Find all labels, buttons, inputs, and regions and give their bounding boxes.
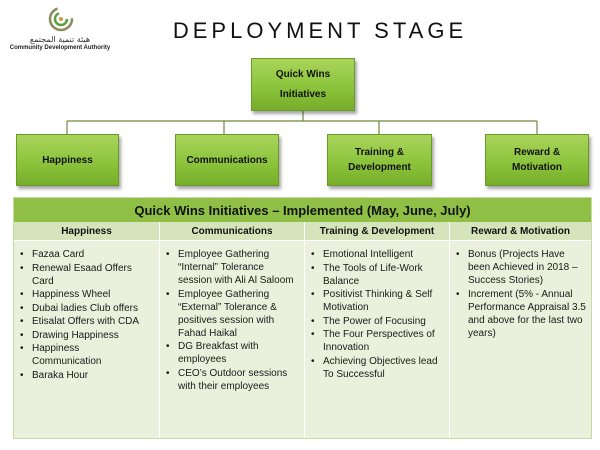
category-node-label: Training & Development [348,147,411,173]
list-item: Emotional Intelligent [311,248,445,261]
category-node-reward-motivation: Reward & Motivation [485,134,589,186]
list-item: Dubai ladies Club offers [20,302,155,315]
list-item: CEO’s Outdoor sessions with their employ… [166,367,300,393]
list-item: Happiness Communication [20,342,155,368]
category-node-label: Communications [186,154,268,166]
list-item: DG Breakfast with employees [166,340,300,366]
table-column-reward-motivation: Reward & Motivation Bonus (Projects Have… [449,222,591,438]
category-node-happiness: Happiness [16,134,119,186]
column-header: Happiness [14,222,159,241]
column-items: Bonus (Projects Have been Achieved in 20… [450,248,591,340]
list-item: The Four Perspectives of Innovation [311,328,445,354]
connector-lines [66,111,538,134]
column-header: Reward & Motivation [450,222,591,241]
column-items: Employee Gathering “Internal” Tolerance … [160,248,304,393]
logo-english-name: Community Development Authority [9,45,111,51]
column-header: Communications [160,222,304,241]
list-item: The Power of Focusing [311,315,445,328]
list-item: Positivist Thinking & Self Motivation [311,288,445,314]
column-items: Emotional Intelligent The Tools of Life-… [305,248,449,381]
column-items: Fazaa Card Renewal Esaad Offers Card Hap… [14,248,159,382]
root-node-quick-wins: Quick Wins Initiatives [251,58,355,111]
column-header: Training & Development [305,222,449,241]
list-item: Achieving Objectives lead To Successful [311,355,445,381]
table-heading: Quick Wins Initiatives – Implemented (Ma… [14,198,591,223]
list-item: Etisalat Offers with CDA [20,315,155,328]
logo-arabic-name: هيئة تنمية المجتمع [29,35,91,44]
category-node-training-development: Training & Development [327,134,432,186]
table-column-communications: Communications Employee Gathering “Inter… [159,222,304,438]
list-item: The Tools of Life-Work Balance [311,262,445,288]
category-node-label: Happiness [42,154,93,166]
list-item: Renewal Esaad Offers Card [20,262,155,288]
list-item: Bonus (Projects Have been Achieved in 20… [456,248,587,287]
root-node-line1: Quick Wins [275,68,331,80]
logo: هيئة تنمية المجتمع Community Development… [4,4,116,52]
list-item: Fazaa Card [20,248,155,261]
table-column-happiness: Happiness Fazaa Card Renewal Esaad Offer… [14,222,159,438]
category-node-communications: Communications [175,134,279,186]
list-item: Drawing Happiness [20,329,155,342]
initiatives-table: Quick Wins Initiatives – Implemented (Ma… [13,197,592,439]
page-title: DEPLOYMENT STAGE [172,18,468,43]
table-column-training-development: Training & Development Emotional Intelli… [304,222,449,438]
category-node-label: Reward & Motivation [512,147,562,173]
list-item: Baraka Hour [20,369,155,382]
root-node-line2: Initiatives [279,88,327,100]
list-item: Increment (5% - Annual Performance Appra… [456,288,587,340]
list-item: Employee Gathering “External” Tolerance … [166,288,300,340]
cda-logo-icon [48,6,74,32]
list-item: Employee Gathering “Internal” Tolerance … [166,248,300,287]
list-item: Happiness Wheel [20,288,155,301]
